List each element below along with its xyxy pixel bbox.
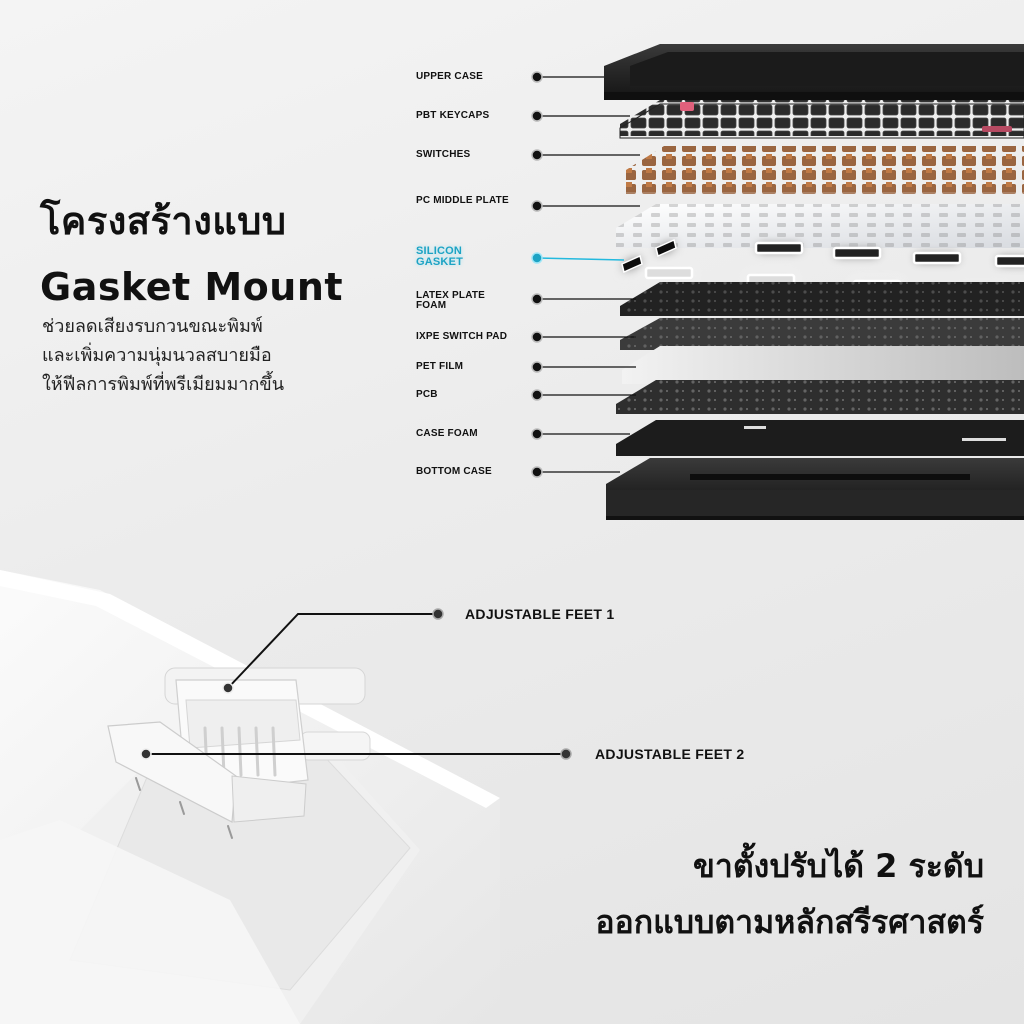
pcb-layer (616, 380, 1024, 414)
ixpe-switch-pad-layer (620, 318, 1024, 350)
gasket-mount-headline: โครงสร้างแบบ Gasket Mount (40, 188, 343, 320)
upper-case-layer (604, 44, 1024, 100)
case-foam-layer (616, 420, 1024, 456)
label-adjustable-feet-2: ADJUSTABLE FEET 2 (595, 746, 745, 762)
label-latex-plate-foam-line-1: LATEX PLATE (416, 290, 486, 301)
switches-layer (626, 146, 1024, 196)
label-pet-film: PET FILM (416, 361, 464, 372)
adjustable-feet-headline: ขาตั้งปรับได้ 2 ระดับ ออกแบบตามหลักสรีรศ… (595, 838, 984, 950)
pc-middle-plate-layer (616, 204, 1024, 248)
layer-leader-dots (531, 71, 543, 478)
description-line-1: ช่วยลดเสียงรบกวนขณะพิมพ์ (42, 316, 263, 337)
bottom-case-layer (606, 458, 1024, 520)
label-pc-middle-plate: PC MIDDLE PLATE (416, 195, 509, 206)
label-pbt-keycaps: PBT KEYCAPS (416, 110, 490, 121)
feet-leader-lines (140, 608, 572, 760)
latex-plate-foam-layer (620, 282, 1024, 316)
description-line-2: และเพิ่มความนุ่มนวลสบายมือ (42, 345, 272, 366)
label-silicon-gasket-line-2: GASKET (416, 256, 464, 268)
label-latex-plate-foam-line-2: FOAM (416, 300, 447, 311)
label-silicon-gasket: SILICON GASKET (416, 246, 463, 268)
headline-line-2: Gasket Mount (40, 265, 344, 309)
label-ixpe-switch-pad: IXPE SWITCH PAD (416, 331, 508, 342)
headline-line-1: โครงสร้างแบบ (40, 199, 287, 243)
layer-leader-lines (537, 76, 640, 473)
label-upper-case: UPPER CASE (416, 71, 484, 82)
label-bottom-case: BOTTOM CASE (416, 466, 492, 477)
keycaps-layer (619, 100, 1024, 139)
pet-film-layer (622, 346, 1024, 384)
bottom-title-line-2: ออกแบบตามหลักสรีรศาสตร์ (595, 903, 984, 941)
bottom-title-line-1: ขาตั้งปรับได้ 2 ระดับ (693, 847, 984, 885)
gasket-mount-description: ช่วยลดเสียงรบกวนขณะพิมพ์ และเพิ่มความนุ่… (42, 312, 284, 399)
adjustable-foot-mechanism (107, 667, 371, 839)
label-case-foam: CASE FOAM (416, 428, 478, 439)
label-adjustable-feet-1: ADJUSTABLE FEET 1 (465, 606, 615, 622)
description-line-3: ให้ฟีลการพิมพ์ที่พรีเมียมมากขึ้น (42, 374, 285, 395)
gasket-leader-line (536, 257, 625, 261)
label-latex-plate-foam: LATEX PLATE FOAM (416, 291, 485, 311)
label-silicon-gasket-line-1: SILICON (416, 245, 463, 257)
label-pcb: PCB (416, 389, 438, 400)
label-switches: SWITCHES (416, 149, 471, 160)
